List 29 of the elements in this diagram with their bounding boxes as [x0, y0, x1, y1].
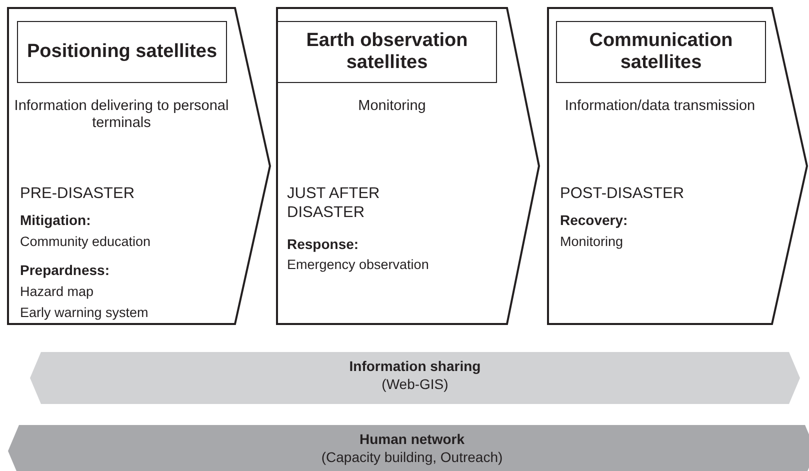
category-heading: Recovery: [560, 212, 629, 229]
description-text: Information delivering to personal terminals [13, 98, 230, 133]
phase-label: POST-DISASTER [560, 185, 686, 204]
title-box [17, 21, 227, 83]
satellite-title: Earth observation satellites [305, 30, 469, 74]
satellite-title: Communication satellites [588, 30, 734, 74]
band-title: Human network [358, 431, 466, 448]
chevron-panel [277, 8, 539, 324]
band-arrow [8, 425, 809, 471]
title-box [277, 21, 497, 83]
title-box [556, 21, 766, 83]
band-subtitle: (Capacity building, Outreach) [320, 449, 504, 466]
description-text: Monitoring [357, 98, 427, 116]
activity-text: Early warning system [20, 305, 150, 322]
activity-text: Monitoring [560, 234, 624, 250]
phase-label: PRE-DISASTER [20, 185, 136, 204]
category-heading: Response: [287, 236, 360, 253]
category-heading: Prepardness: [20, 262, 110, 279]
activity-text: Hazard map [20, 284, 95, 300]
band-title: Information sharing [348, 358, 482, 375]
chevron-panel [548, 8, 807, 324]
activity-text: Community education [20, 234, 152, 250]
activity-text: Emergency observation [287, 257, 430, 274]
phase-label: JUST AFTER DISASTER [287, 185, 381, 222]
satellite-title: Positioning satellites [26, 41, 218, 63]
band-subtitle: (Web-GIS) [380, 376, 450, 393]
description-text: Information/data transmission [564, 98, 756, 116]
category-heading: Mitigation: [20, 212, 92, 229]
chevron-panel [8, 8, 270, 324]
